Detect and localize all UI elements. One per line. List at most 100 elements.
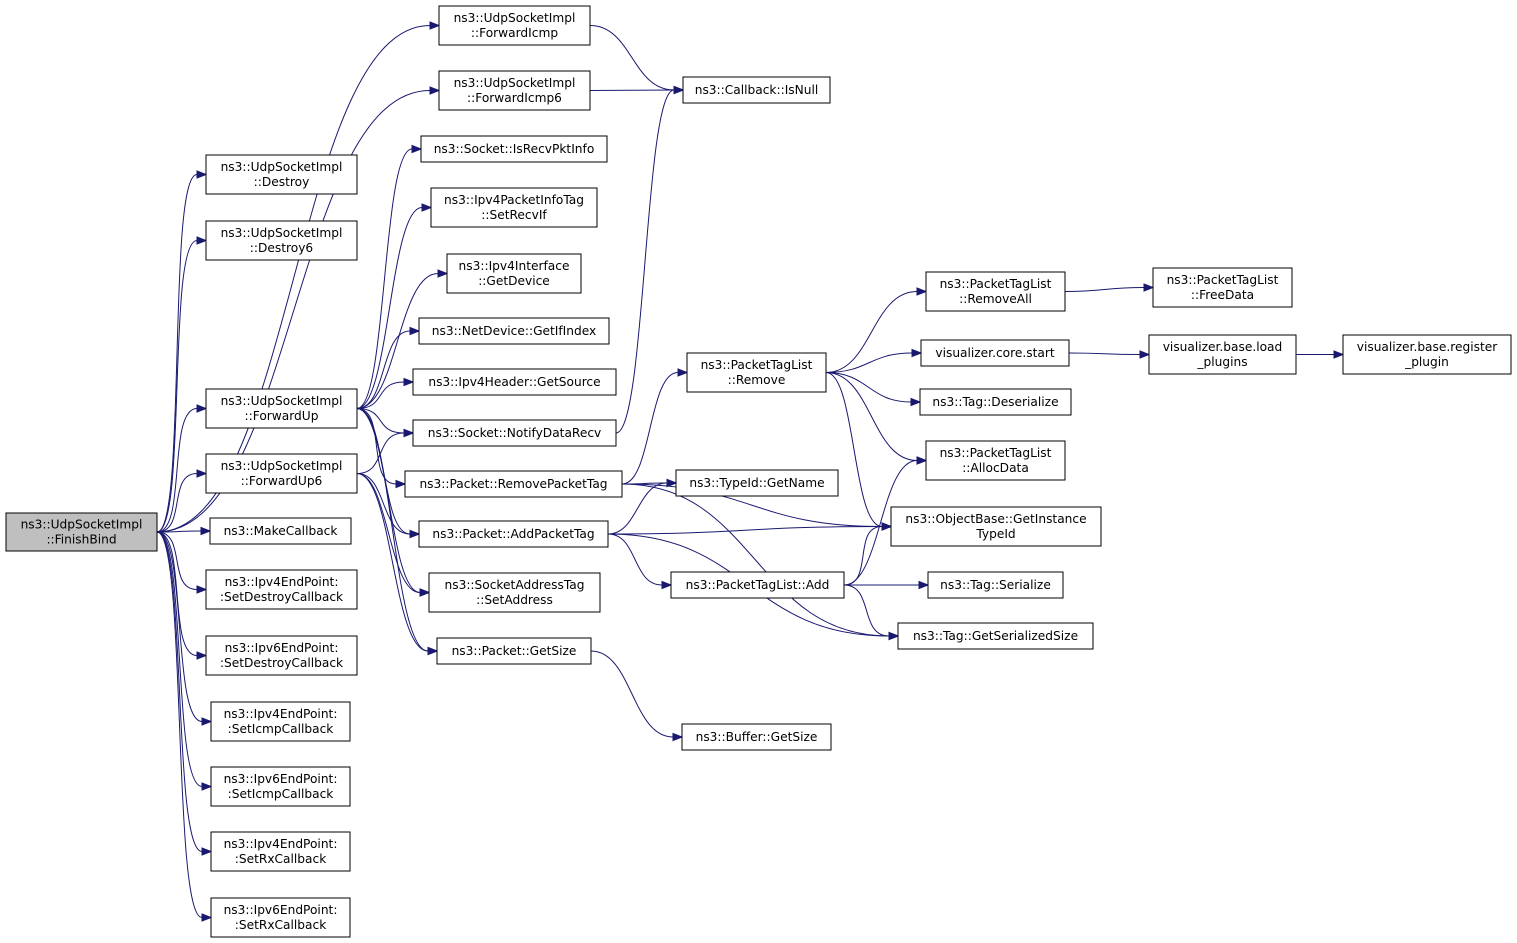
node-label-line: ns3::PacketTagList [701, 358, 813, 372]
node-serialize[interactable]: ns3::Tag::Serialize [927, 571, 1064, 599]
node-registerplugin[interactable]: visualizer.base.register_plugin [1342, 334, 1512, 375]
node-label-line: ns3::Ipv4Interface [459, 259, 570, 273]
edge-forwardup-to-isrecvpktinfo [356, 144, 423, 409]
edges [156, 21, 1345, 922]
edge-forwardup6-to-addpackettag [356, 473, 421, 539]
edge-finishbind-to-forwardicmp [156, 21, 441, 533]
node-packetgetsize[interactable]: ns3::Packet::GetSize [436, 637, 592, 665]
edge-forwardup-to-getdevice [356, 269, 449, 409]
node-label-line: ns3::Ipv6EndPoint: [224, 903, 338, 917]
node-label-line: visualizer.base.load [1163, 340, 1283, 354]
edge-ptl_remove-to-ptl_removeall [825, 287, 928, 373]
node-getifindex[interactable]: ns3::NetDevice::GetIfIndex [418, 317, 610, 345]
node-label-line: ::GetDevice [478, 274, 550, 288]
node-freedata[interactable]: ns3::PacketTagList::FreeData [1152, 267, 1293, 308]
edge-finishbind-to-makecallback [156, 526, 212, 536]
node-box [205, 154, 358, 195]
node-destroy[interactable]: ns3::UdpSocketImpl::Destroy [205, 154, 358, 195]
node-box [210, 766, 351, 807]
node-ipv6ep_setdestroy[interactable]: ns3::Ipv6EndPoint::SetDestroyCallback [205, 635, 358, 676]
node-box [446, 253, 582, 294]
node-addpackettag[interactable]: ns3::Packet::AddPacketTag [418, 520, 609, 548]
edge-ptl_remove-to-deserialize [825, 372, 922, 407]
node-notifydatarecv[interactable]: ns3::Socket::NotifyDataRecv [412, 419, 617, 447]
edge-forwardicmp6-to-isnull [589, 85, 685, 95]
edge-finishbind-to-ipv6ep_setdestroy [156, 531, 208, 660]
node-label-line: ns3::UdpSocketImpl [221, 160, 343, 174]
node-ptl_removeall[interactable]: ns3::PacketTagList::RemoveAll [925, 271, 1066, 312]
node-isrecvpktinfo[interactable]: ns3::Socket::IsRecvPktInfo [420, 135, 608, 163]
node-makecallback[interactable]: ns3::MakeCallback [209, 517, 352, 545]
node-setrecvif[interactable]: ns3::Ipv4PacketInfoTag::SetRecvIf [430, 187, 598, 228]
node-label-line: ::SetRecvIf [481, 208, 547, 222]
node-getserializedsize[interactable]: ns3::Tag::GetSerializedSize [897, 622, 1094, 650]
node-ipv4ep_setdestroy[interactable]: ns3::Ipv4EndPoint::SetDestroyCallback [205, 569, 358, 610]
node-label-line: ns3::UdpSocketImpl [221, 394, 343, 408]
node-label-line: ns3::UdpSocketImpl [454, 76, 576, 90]
node-forwardicmp6[interactable]: ns3::UdpSocketImpl::ForwardIcmp6 [438, 70, 591, 111]
edge-finishbind-to-forwardup [156, 404, 208, 533]
node-label-line: ::RemoveAll [959, 292, 1032, 306]
node-label-line: ns3::MakeCallback [224, 524, 339, 538]
node-corestart[interactable]: visualizer.core.start [920, 339, 1070, 367]
node-box [428, 572, 601, 613]
node-box [430, 187, 598, 228]
node-label-line: :SetIcmpCallback [228, 787, 335, 801]
node-label-line: ns3::Packet::RemovePacketTag [419, 477, 607, 491]
node-forwardup6[interactable]: ns3::UdpSocketImpl::ForwardUp6 [205, 453, 358, 494]
node-ipv6ep_setrx[interactable]: ns3::Ipv6EndPoint::SetRxCallback [210, 897, 351, 938]
node-box [670, 571, 845, 599]
node-label-line: ns3::PacketTagList [940, 446, 1052, 460]
edge-loadplugins-to-registerplugin [1296, 350, 1345, 359]
node-setaddress[interactable]: ns3::SocketAddressTag::SetAddress [428, 572, 601, 613]
node-isnull[interactable]: ns3::Callback::IsNull [682, 76, 831, 104]
node-getdevice[interactable]: ns3::Ipv4Interface::GetDevice [446, 253, 582, 294]
edge-ptl_add-to-serialize [844, 580, 930, 590]
node-box [205, 453, 358, 494]
node-box [436, 637, 592, 665]
node-ipv4ep_setrx[interactable]: ns3::Ipv4EndPoint::SetRxCallback [210, 831, 351, 872]
node-box [209, 517, 352, 545]
node-label-line: ns3::Ipv4EndPoint: [224, 707, 338, 721]
node-loadplugins[interactable]: visualizer.base.load_plugins [1148, 334, 1297, 375]
node-getsource[interactable]: ns3::Ipv4Header::GetSource [412, 368, 617, 396]
node-label-line: :SetDestroyCallback [220, 590, 344, 604]
node-box [919, 388, 1072, 416]
node-label-line: ::Destroy6 [250, 241, 313, 255]
node-box [675, 469, 839, 497]
node-ptl_remove[interactable]: ns3::PacketTagList::Remove [686, 352, 827, 393]
node-buffergetsize[interactable]: ns3::Buffer::GetSize [681, 723, 832, 751]
node-label-line: visualizer.base.register [1357, 340, 1498, 354]
node-label-line: _plugins [1196, 355, 1247, 369]
node-removepackettag[interactable]: ns3::Packet::RemovePacketTag [404, 470, 623, 498]
node-box [925, 440, 1066, 481]
node-label-line: ns3::UdpSocketImpl [21, 518, 143, 532]
node-ipv6ep_seticmp[interactable]: ns3::Ipv6EndPoint::SetIcmpCallback [210, 766, 351, 807]
node-box [210, 897, 351, 938]
node-forwardicmp[interactable]: ns3::UdpSocketImpl::ForwardIcmp [438, 5, 591, 46]
node-label-line: ns3::Tag::Deserialize [932, 395, 1058, 409]
node-ipv4ep_seticmp[interactable]: ns3::Ipv4EndPoint::SetIcmpCallback [210, 701, 351, 742]
node-label-line: ns3::ObjectBase::GetInstance [905, 512, 1086, 526]
node-box [925, 271, 1066, 312]
node-label-line: ns3::Buffer::GetSize [696, 730, 818, 744]
node-finishbind[interactable]: ns3::UdpSocketImpl::FinishBind [5, 512, 158, 552]
edge-finishbind-to-ipv6ep_seticmp [156, 531, 213, 791]
node-destroy6[interactable]: ns3::UdpSocketImpl::Destroy6 [205, 220, 358, 261]
node-box [438, 5, 591, 46]
node-getname[interactable]: ns3::TypeId::GetName [675, 469, 839, 497]
node-label-line: ns3::UdpSocketImpl [454, 11, 576, 25]
node-box [1152, 267, 1293, 308]
node-label-line: ns3::Ipv6EndPoint: [225, 641, 339, 655]
edge-finishbind-to-ipv4ep_setrx [156, 531, 213, 856]
node-allocdata[interactable]: ns3::PacketTagList::AllocData [925, 440, 1066, 481]
node-box [682, 76, 831, 104]
edge-finishbind-to-ipv4ep_setdestroy [156, 531, 208, 594]
node-deserialize[interactable]: ns3::Tag::Deserialize [919, 388, 1072, 416]
node-ptl_add[interactable]: ns3::PacketTagList::Add [670, 571, 845, 599]
node-box [686, 352, 827, 393]
node-label-line: :SetDestroyCallback [220, 656, 344, 670]
node-label-line: ::SetAddress [476, 593, 553, 607]
node-forwardup[interactable]: ns3::UdpSocketImpl::ForwardUp [205, 388, 358, 429]
